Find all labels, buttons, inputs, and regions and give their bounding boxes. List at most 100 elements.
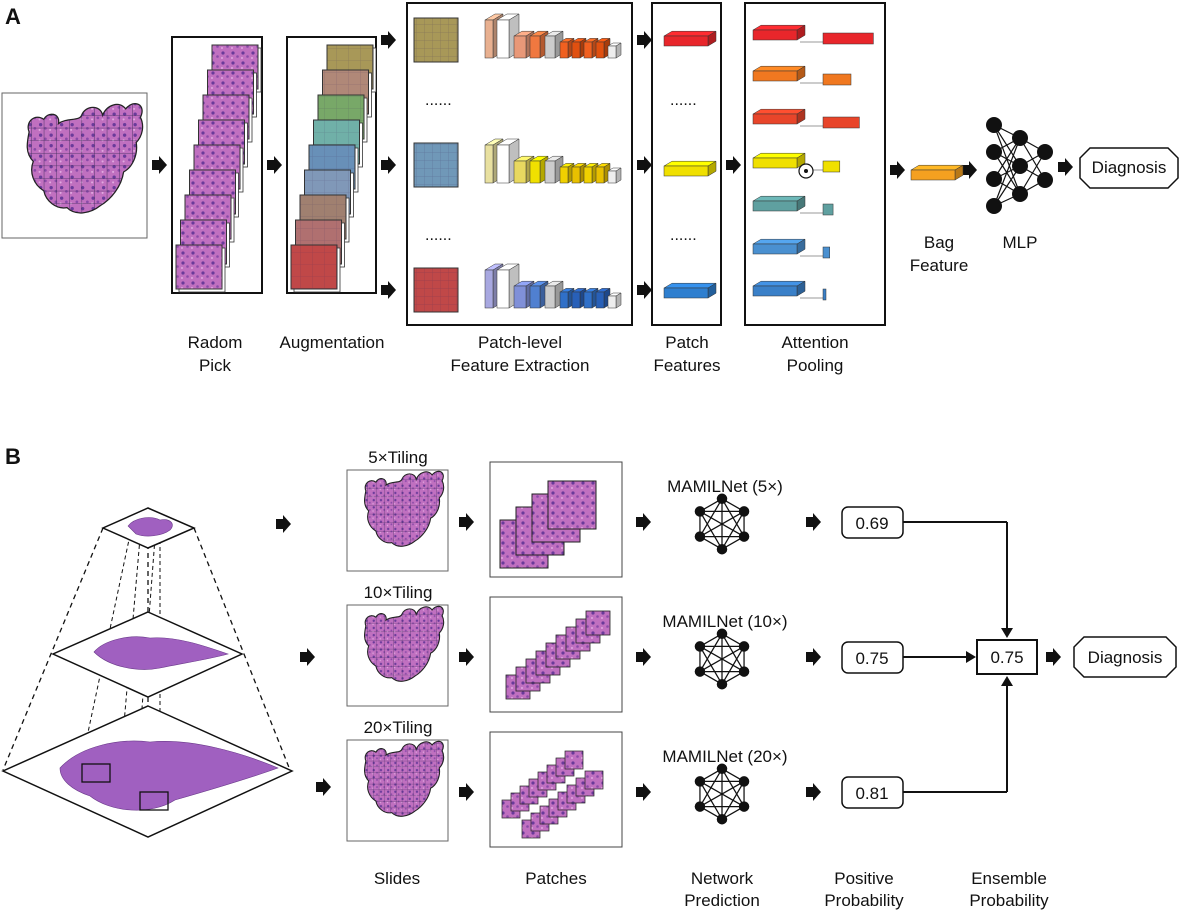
arrow-wsi-to-pick xyxy=(152,156,167,174)
cnn-layer xyxy=(607,167,622,184)
panel-a-labels: Radom Pick Augmentation Patch-level Feat… xyxy=(188,233,1038,375)
label-network-prediction-1: Network xyxy=(691,869,754,888)
panel-b-labels: Slides Patches Network Prediction Positi… xyxy=(374,869,1049,910)
arrow-bag-to-mlp xyxy=(962,161,977,179)
attention-weighted-feature xyxy=(822,73,852,86)
label-random-pick-2: Pick xyxy=(199,356,232,375)
arrow-attn-to-bag xyxy=(890,161,905,179)
arrow-slide-to-patches xyxy=(459,648,474,666)
panel-a-arrows xyxy=(152,31,1073,299)
label-positive-probability-1: Positive xyxy=(834,869,894,888)
arrow-pick-to-aug xyxy=(267,156,282,174)
attention-input-feature xyxy=(752,65,806,82)
patch-feature-2 xyxy=(663,282,717,299)
attention-weighted-feature xyxy=(822,116,860,129)
patch-feature-1 xyxy=(663,160,717,177)
random-pick-stack xyxy=(171,36,263,294)
ellipsis-2: ...... xyxy=(425,227,452,244)
label-slides: Slides xyxy=(374,869,420,888)
cnn-row-2 xyxy=(413,263,622,313)
mlp-node xyxy=(1012,158,1028,174)
attention-input-feature xyxy=(752,152,806,169)
arrow-aug-to-cnn-0 xyxy=(381,31,396,49)
feature-extraction-box: ...... ...... xyxy=(406,2,633,326)
patch-feature-0 xyxy=(663,30,717,47)
ellipsis-1: ...... xyxy=(425,92,452,109)
arrow-patches-to-network xyxy=(636,513,651,531)
probability-value: 0.69 xyxy=(855,514,888,533)
attention-input-feature xyxy=(752,24,806,41)
mlp-network xyxy=(986,117,1053,214)
network-label: MAMILNet (10×) xyxy=(662,612,787,631)
attention-row-6 xyxy=(752,280,827,301)
diagnosis-label-a: Diagnosis xyxy=(1092,158,1167,177)
arrow-pyramid-top xyxy=(276,515,291,533)
network-icon xyxy=(694,627,750,691)
arrow-patches-to-network xyxy=(636,648,651,666)
probability-value: 0.81 xyxy=(855,784,888,803)
attention-input-feature xyxy=(752,238,806,255)
magnification-pyramid xyxy=(1,507,294,838)
arrow-aug-to-cnn-1 xyxy=(381,156,396,174)
attention-weighted-feature xyxy=(822,32,874,45)
probability-value: 0.75 xyxy=(855,649,888,668)
label-positive-probability-2: Probability xyxy=(824,891,904,910)
tiling-title: 10×Tiling xyxy=(364,583,433,602)
cnn-layer xyxy=(607,42,622,59)
tiling-title: 20×Tiling xyxy=(364,718,433,737)
patch-tile xyxy=(564,750,584,770)
picked-patch xyxy=(175,244,223,290)
diagnosis-node-a: Diagnosis xyxy=(1079,147,1179,189)
mlp-node xyxy=(986,144,1002,160)
cnn-row-0 xyxy=(413,13,622,63)
arrow-mlp-to-diagnosis xyxy=(1058,158,1073,176)
mlp-node xyxy=(1037,144,1053,160)
attention-weighted-feature xyxy=(822,203,834,216)
network-icon xyxy=(694,492,750,556)
arrow-aug-to-cnn-2 xyxy=(381,281,396,299)
label-ensemble-probability-1: Ensemble xyxy=(971,869,1047,888)
label-patches: Patches xyxy=(525,869,586,888)
attention-row-4 xyxy=(752,195,834,216)
attention-pooling-box xyxy=(744,2,886,326)
mlp-node xyxy=(986,171,1002,187)
arrow-cnn-to-feat-0 xyxy=(637,31,652,49)
arrow-slide-to-patches xyxy=(459,783,474,801)
patch-features-box: ...... ...... xyxy=(651,2,722,326)
wsi-thumbnail xyxy=(1,92,148,239)
network-label: MAMILNet (20×) xyxy=(662,747,787,766)
mlp-node xyxy=(1012,130,1028,146)
attention-weighted-feature xyxy=(822,288,827,301)
ellipsis-3: ...... xyxy=(670,92,697,109)
attention-input-feature xyxy=(752,108,806,125)
arrow-pyramid-middle xyxy=(300,648,315,666)
attention-row-2 xyxy=(752,108,860,129)
diagnosis-label-b: Diagnosis xyxy=(1088,648,1163,667)
arrow-feat-to-attn xyxy=(726,156,741,174)
label-mlp: MLP xyxy=(1003,233,1038,252)
label-feature-extraction-1: Patch-level xyxy=(478,333,562,352)
arrow-network-to-probability xyxy=(806,648,821,666)
arrow-pyramid-bottom xyxy=(316,778,331,796)
cnn-row-1 xyxy=(413,138,622,188)
label-patch-features-2: Features xyxy=(653,356,720,375)
ensemble-node: 0.75 xyxy=(903,521,1038,793)
attention-row-5 xyxy=(752,238,830,259)
label-random-pick-1: Radom xyxy=(188,333,243,352)
panel-b-letter: B xyxy=(5,444,21,469)
tiling-title: 5×Tiling xyxy=(368,448,427,467)
arrow-slide-to-patches xyxy=(459,513,474,531)
mlp-node xyxy=(1037,172,1053,188)
label-bag-feature-2: Feature xyxy=(910,256,969,275)
attention-input-feature xyxy=(752,280,806,297)
network-label: MAMILNet (5×) xyxy=(667,477,783,496)
augmentation-stack xyxy=(286,36,377,294)
label-attention-pooling-2: Pooling xyxy=(787,356,844,375)
bag-feature xyxy=(910,164,964,181)
arrow-patches-to-network xyxy=(636,783,651,801)
label-ensemble-probability-2: Probability xyxy=(969,891,1049,910)
